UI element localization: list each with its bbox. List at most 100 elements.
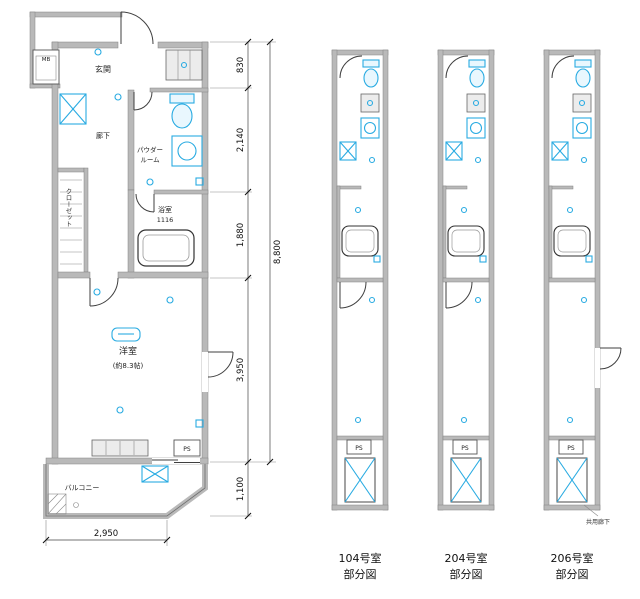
partial-plan-204-caption: 部分図	[450, 567, 483, 581]
symbol-icon	[366, 99, 374, 107]
toilet-icon	[169, 93, 195, 129]
light-symbol-icon	[180, 61, 188, 69]
meter-hatch	[344, 457, 376, 503]
dim-2140: 2,140	[236, 128, 246, 152]
ps-label: PS	[567, 445, 575, 452]
washer-pan-icon	[339, 141, 357, 161]
symbol-icon	[116, 406, 124, 414]
partial-plan-206-room-no: 206号室	[551, 551, 594, 565]
symbol-icon	[368, 296, 376, 304]
meter-hatch	[450, 457, 482, 503]
washbasin-icon	[360, 117, 380, 139]
symbol-icon	[578, 99, 586, 107]
symbol-icon	[368, 156, 376, 164]
balcony	[43, 464, 208, 519]
toilet-icon	[362, 59, 380, 88]
toilet-icon	[574, 59, 592, 88]
symbol-icon	[566, 206, 574, 214]
symbol-icon	[566, 416, 574, 424]
table-icon	[111, 327, 141, 342]
electric-symbols	[93, 48, 204, 428]
symbol-icon	[580, 296, 588, 304]
bathtub-icon	[553, 225, 591, 257]
symbol-icon	[166, 296, 174, 304]
symbol-icon	[479, 255, 487, 263]
corridor-label: 廊下	[96, 131, 110, 140]
room-door	[339, 281, 367, 309]
bathtub-icon	[137, 229, 195, 267]
pipe-space: PS	[173, 439, 201, 457]
entrance-door	[339, 55, 363, 79]
meter-box: MB	[32, 49, 60, 85]
meter-box-label: MB	[42, 57, 51, 63]
pipe-space: PS	[452, 439, 478, 455]
toilet-icon	[468, 59, 486, 88]
shoe-cabinet	[165, 49, 203, 81]
ps-label: PS	[355, 445, 363, 452]
entrance-door	[120, 11, 154, 45]
walls	[29, 11, 209, 465]
washer-pan-icon	[551, 141, 569, 161]
balcony-sliding-door	[152, 458, 200, 464]
partial-plan-104-caption: 部分図	[344, 567, 377, 581]
symbol-icon	[93, 288, 101, 296]
symbol-icon	[474, 296, 482, 304]
symbol-icon	[474, 156, 482, 164]
symbol-icon	[472, 99, 480, 107]
symbol-icon	[94, 48, 102, 56]
room-door	[445, 281, 473, 309]
symbol-icon	[460, 206, 468, 214]
dim-1100: 1,100	[236, 477, 246, 501]
dimension-bottom: 2,950	[42, 520, 171, 546]
pipe-space: PS	[558, 439, 584, 455]
symbol-icon	[146, 178, 154, 186]
dim-3950: 3,950	[236, 358, 246, 382]
washer-pan-icon	[59, 93, 87, 125]
partition-hatch	[47, 493, 67, 515]
closet: クローゼット	[60, 179, 82, 265]
cabinet	[572, 93, 592, 113]
dim-total: 8,800	[273, 240, 283, 264]
note-label: 共用廊下	[586, 518, 610, 526]
drain-icon	[73, 502, 79, 508]
washbasin-icon	[572, 117, 592, 139]
bathtub-icon	[447, 225, 485, 257]
symbol-icon	[354, 206, 362, 214]
washbasin-icon	[171, 135, 203, 167]
symbol-icon	[354, 416, 362, 424]
main-floor-plan: MB 玄関 廊下 パウダー ルーム 浴室 1116 洋室 (約8.3帖) バルコ…	[29, 11, 283, 546]
dimension-right-chain: 830 2,140 1,880 3,950 1,100 8,800	[210, 38, 283, 520]
symbol-icon	[580, 156, 588, 164]
powder-room-label-1: パウダー	[137, 145, 163, 154]
dim-1880: 1,880	[236, 223, 246, 247]
leader-note: 共用廊下	[583, 504, 610, 526]
powder-room-label-2: ルーム	[140, 156, 160, 164]
dim-830: 830	[236, 57, 246, 73]
powder-room-door	[133, 91, 153, 111]
closet-label: クローゼット	[64, 188, 72, 228]
meter-hatch	[556, 457, 588, 503]
symbol-icon	[373, 255, 381, 263]
bath-door	[135, 193, 155, 213]
room-size-label: (約8.3帖)	[113, 361, 144, 370]
right-outswing-door	[595, 347, 622, 388]
ps-label: PS	[183, 446, 191, 453]
partial-plan-206: PS 共用廊下 206号室 部分図	[543, 49, 622, 581]
cabinet	[360, 93, 380, 113]
right-outswing-door	[202, 351, 234, 392]
symbol-icon	[460, 416, 468, 424]
cabinet	[466, 93, 486, 113]
ps-label: PS	[461, 445, 469, 452]
partial-plan-204-room-no: 204号室	[445, 551, 488, 565]
pipe-space: PS	[346, 439, 372, 455]
symbol-icon	[195, 419, 204, 428]
entrance-label: 玄関	[95, 64, 111, 74]
partial-plan-104-room-no: 104号室	[339, 551, 382, 565]
entrance-door	[551, 55, 575, 79]
ac-outdoor-unit-icon	[141, 465, 169, 483]
partial-plan-104: PS 104号室 部分図	[331, 49, 389, 581]
bathtub-icon	[341, 225, 379, 257]
washbasin-icon	[466, 117, 486, 139]
symbol-icon	[114, 93, 122, 101]
